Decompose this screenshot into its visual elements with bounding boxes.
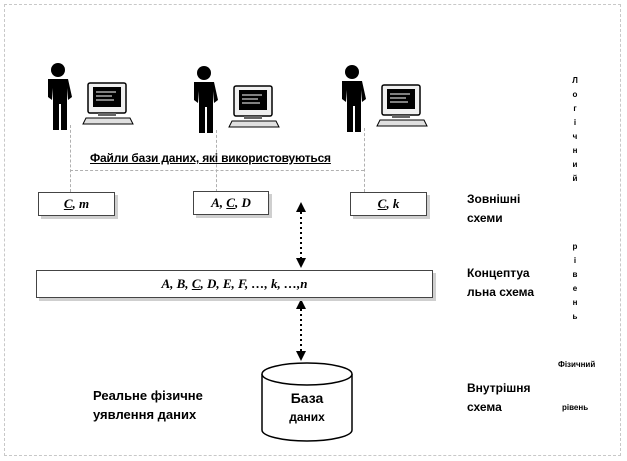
internal-line1: Внутрішня	[467, 381, 531, 395]
physical-representation-label: Реальне фізичне уявлення даних	[93, 386, 203, 424]
conceptual-line1: Концептуа	[467, 266, 530, 280]
schema-fields-prefix: A, B,	[161, 276, 192, 291]
user-workstation-1	[48, 63, 134, 130]
view-fields: , k	[386, 196, 400, 211]
connector-line	[364, 128, 365, 192]
external-line1: Зовнішні	[467, 192, 521, 206]
internal-schema-label: Внутрішня схема	[467, 379, 531, 417]
double-arrow-external-conceptual	[296, 202, 306, 268]
connector-line	[70, 125, 71, 192]
connector-line	[216, 130, 217, 192]
double-arrow-conceptual-internal	[296, 299, 306, 361]
database-cylinder-icon	[261, 362, 353, 442]
database-label-line2: даних	[289, 410, 325, 424]
underlined-letter: C	[63, 196, 73, 211]
user-workstation-2	[194, 66, 280, 133]
user-workstation-3	[342, 65, 428, 132]
conceptual-line2: льна схема	[467, 285, 535, 299]
external-view-3: C, k	[350, 192, 427, 216]
underlined-letter: C	[191, 276, 201, 291]
files-baseline	[70, 170, 364, 171]
diagram-frame	[4, 4, 621, 456]
files-label: Файли бази даних, які використовуються	[90, 151, 331, 165]
computer-icon	[376, 84, 428, 127]
view-fields: , m	[72, 196, 90, 211]
physical-line1: Реальне фізичне	[93, 388, 203, 403]
external-schemas-label: Зовнішні схеми	[467, 190, 520, 228]
person-icon	[48, 63, 72, 130]
view-fields: , D	[234, 195, 251, 210]
computer-icon	[82, 82, 134, 125]
view-fields-prefix: A,	[211, 195, 227, 210]
schema-fields: , D, E, F, …, k, …,n	[200, 276, 308, 291]
person-icon	[342, 65, 366, 132]
database-label: База даних	[262, 389, 352, 427]
computer-icon	[228, 85, 280, 128]
database-label-line1: База	[290, 390, 324, 406]
physical-level-label: Фізичний	[558, 360, 596, 369]
external-view-1: C, m	[38, 192, 115, 216]
external-line2: схеми	[467, 211, 503, 225]
physical-line2: уявлення даних	[93, 407, 197, 422]
external-view-2: A, C, D	[193, 191, 269, 215]
physical-level-word: рівень	[562, 403, 589, 412]
underlined-letter: C	[226, 195, 235, 210]
conceptual-schema-label: Концептуа льна схема	[467, 264, 534, 302]
person-icon	[194, 66, 218, 133]
internal-line2: схема	[467, 400, 502, 414]
conceptual-schema-box: A, B, C, D, E, F, …, k, …,n	[36, 270, 433, 298]
underlined-letter: C	[377, 196, 387, 211]
